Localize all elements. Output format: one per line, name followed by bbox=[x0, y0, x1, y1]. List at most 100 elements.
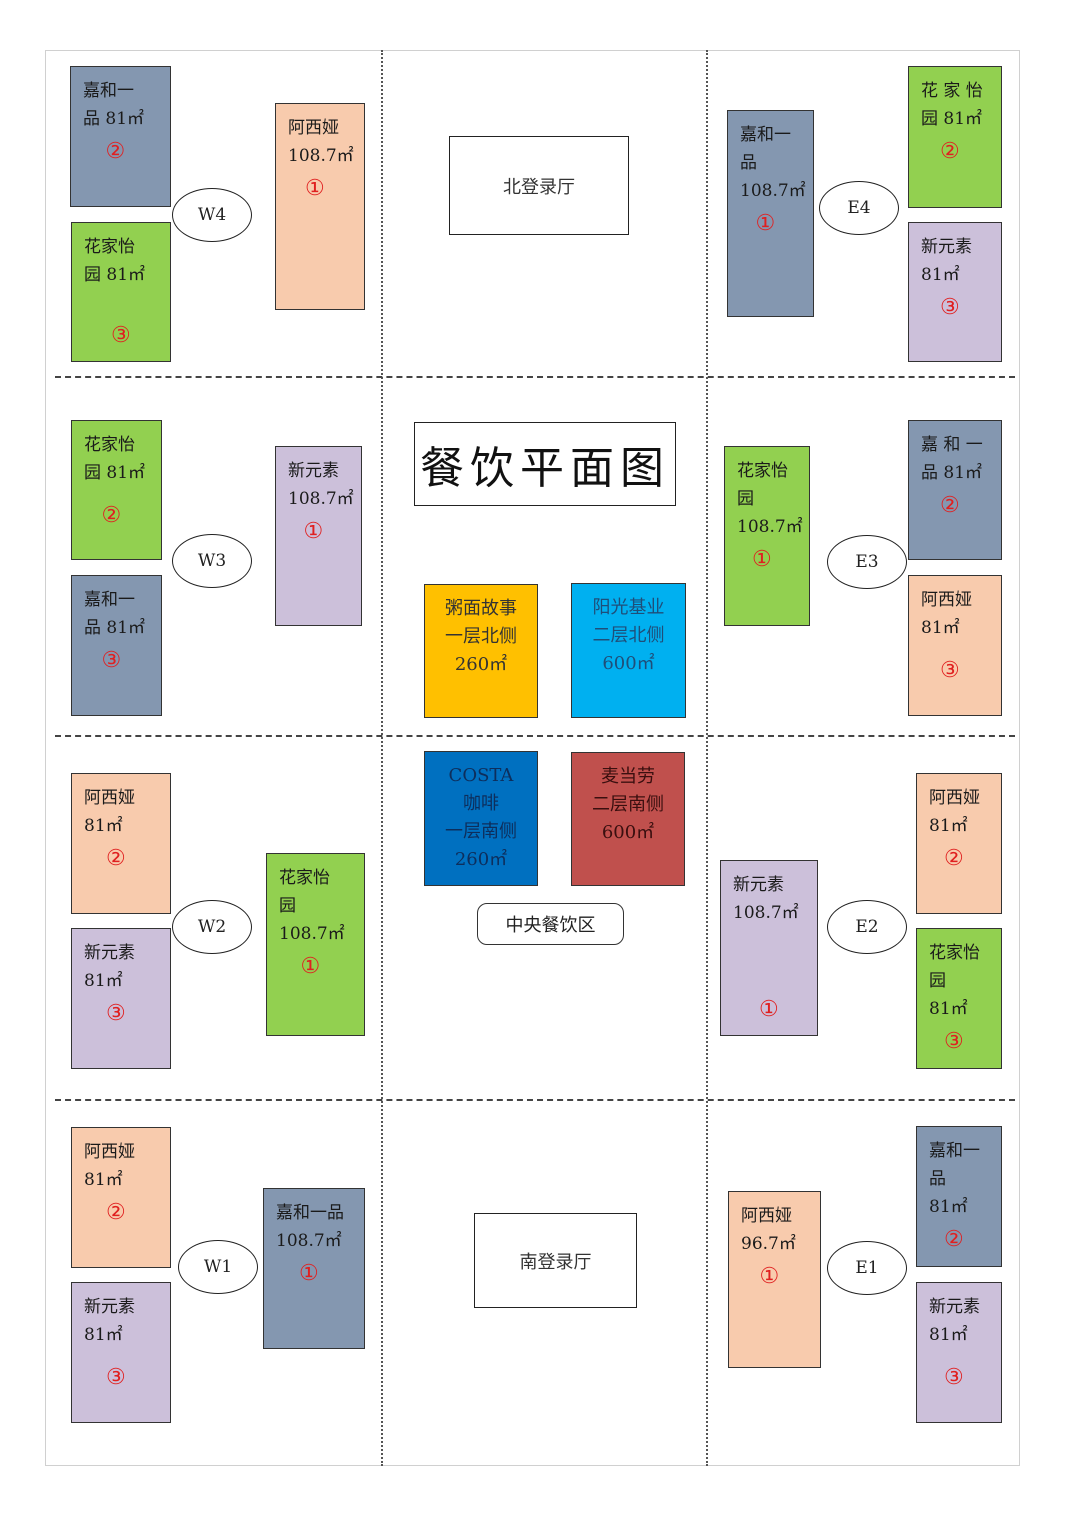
store-w3b: 嘉和一品 81㎡ ③ bbox=[71, 575, 162, 716]
store-number-badge: ③ bbox=[940, 658, 960, 683]
divider-row-1 bbox=[55, 376, 1015, 378]
entrance-e4: E4 bbox=[819, 181, 899, 235]
divider-east bbox=[706, 50, 708, 1466]
store-text: 花家怡 bbox=[737, 461, 788, 481]
entrance-w4: W4 bbox=[172, 188, 252, 242]
store-text: 新元素 bbox=[921, 237, 972, 257]
entrance-e1: E1 bbox=[827, 1241, 907, 1295]
entrance-w1: W1 bbox=[178, 1240, 258, 1294]
store-text: 81㎡ bbox=[921, 618, 960, 638]
store-text: 108.7㎡ bbox=[279, 924, 345, 944]
divider-west bbox=[381, 50, 383, 1466]
store-text: 园 bbox=[279, 896, 296, 916]
store-number-badge: ③ bbox=[101, 648, 122, 673]
central-store-text: 粥面故事 bbox=[445, 598, 517, 619]
store-text: 新元素 bbox=[288, 461, 339, 481]
store-number-badge: ③ bbox=[944, 1029, 964, 1054]
store-text: 81㎡ bbox=[84, 816, 123, 836]
store-text: 81㎡ bbox=[929, 1197, 968, 1217]
central-store-text: 阳光基业 bbox=[592, 597, 665, 618]
store-text: 品 bbox=[740, 153, 757, 173]
store-text: 花家怡 bbox=[84, 237, 135, 257]
store-w4c: 阿西娅 108.7㎡ ① bbox=[275, 103, 365, 310]
entrance-e3: E3 bbox=[827, 535, 907, 589]
divider-row-2 bbox=[55, 735, 1015, 737]
store-text: 嘉和一 bbox=[740, 125, 791, 145]
store-e3c: 阿西娅 81㎡ ③ bbox=[908, 575, 1002, 716]
store-text: 园 81㎡ bbox=[921, 109, 983, 129]
store-text: 品 81㎡ bbox=[921, 463, 983, 483]
central-store-text: 麦当劳 bbox=[601, 766, 655, 787]
store-text: 阿西娅 bbox=[288, 118, 339, 138]
store-e4a: 嘉和一品 108.7㎡ ① bbox=[727, 110, 814, 317]
entrance-e2: E2 bbox=[827, 900, 907, 954]
store-text: 品 81㎡ bbox=[84, 618, 146, 638]
store-text: 108.7㎡ bbox=[276, 1231, 342, 1251]
store-text: 81㎡ bbox=[84, 1325, 123, 1345]
store-text: 81㎡ bbox=[929, 816, 968, 836]
store-text: 108.7㎡ bbox=[740, 181, 806, 201]
store-number-badge: ① bbox=[755, 211, 776, 236]
store-number-badge: ① bbox=[759, 997, 779, 1022]
store-text: 阿西娅 bbox=[921, 590, 972, 610]
store-w2c: 花家怡园 108.7㎡ ① bbox=[266, 853, 365, 1036]
store-text: 品 bbox=[929, 1169, 946, 1189]
store-text: 花家怡 bbox=[84, 435, 135, 455]
central-store-text: 260㎡ bbox=[454, 654, 508, 675]
store-text: 花 家 怡 bbox=[921, 81, 983, 101]
central-zone-label: 中央餐饮区 bbox=[477, 903, 624, 945]
entrance-w3: W3 bbox=[172, 534, 252, 588]
central-store-text: 260㎡ bbox=[454, 849, 508, 870]
store-text: 108.7㎡ bbox=[288, 146, 354, 166]
store-text: 108.7㎡ bbox=[737, 517, 803, 537]
store-text: 嘉和一品 bbox=[276, 1203, 344, 1223]
store-number-badge: ① bbox=[305, 176, 325, 201]
store-number-badge: ② bbox=[105, 139, 126, 164]
central-store-text: 咖啡 bbox=[463, 793, 499, 814]
store-number-badge: ② bbox=[940, 493, 960, 518]
north-lobby: 北登录厅 bbox=[449, 136, 629, 235]
central-store-text: 一层南侧 bbox=[445, 821, 517, 842]
store-text: 嘉 和 一 bbox=[921, 435, 983, 455]
plan-border bbox=[45, 50, 1020, 1466]
central-store-text: 600㎡ bbox=[602, 653, 655, 674]
store-e1a: 阿西娅 96.7㎡ ① bbox=[728, 1191, 821, 1368]
store-number-badge: ③ bbox=[940, 295, 960, 320]
store-number-badge: ① bbox=[303, 519, 324, 544]
store-text: 81㎡ bbox=[921, 265, 960, 285]
store-text: 81㎡ bbox=[84, 1170, 123, 1190]
store-number-badge: ② bbox=[944, 1227, 964, 1252]
entrance-w2: W2 bbox=[172, 900, 252, 954]
store-number-badge: ② bbox=[944, 846, 964, 871]
store-number-badge: ① bbox=[759, 1264, 780, 1289]
store-text: 阿西娅 bbox=[741, 1206, 792, 1226]
store-text: 花家怡 bbox=[929, 943, 980, 963]
store-text: 嘉和一 bbox=[84, 590, 135, 610]
store-text: 园 bbox=[929, 971, 946, 991]
page-title: 餐饮平面图 bbox=[414, 422, 676, 506]
store-e4c: 新元素 81㎡ ③ bbox=[908, 222, 1002, 362]
store-number-badge: ② bbox=[101, 503, 122, 528]
store-text: 花家怡 bbox=[279, 868, 330, 888]
store-text: 96.7㎡ bbox=[741, 1234, 796, 1254]
store-number-badge: ③ bbox=[111, 323, 131, 348]
store-number-badge: ① bbox=[300, 954, 321, 979]
store-text: 81㎡ bbox=[929, 1325, 968, 1345]
store-number-badge: ① bbox=[752, 547, 772, 572]
